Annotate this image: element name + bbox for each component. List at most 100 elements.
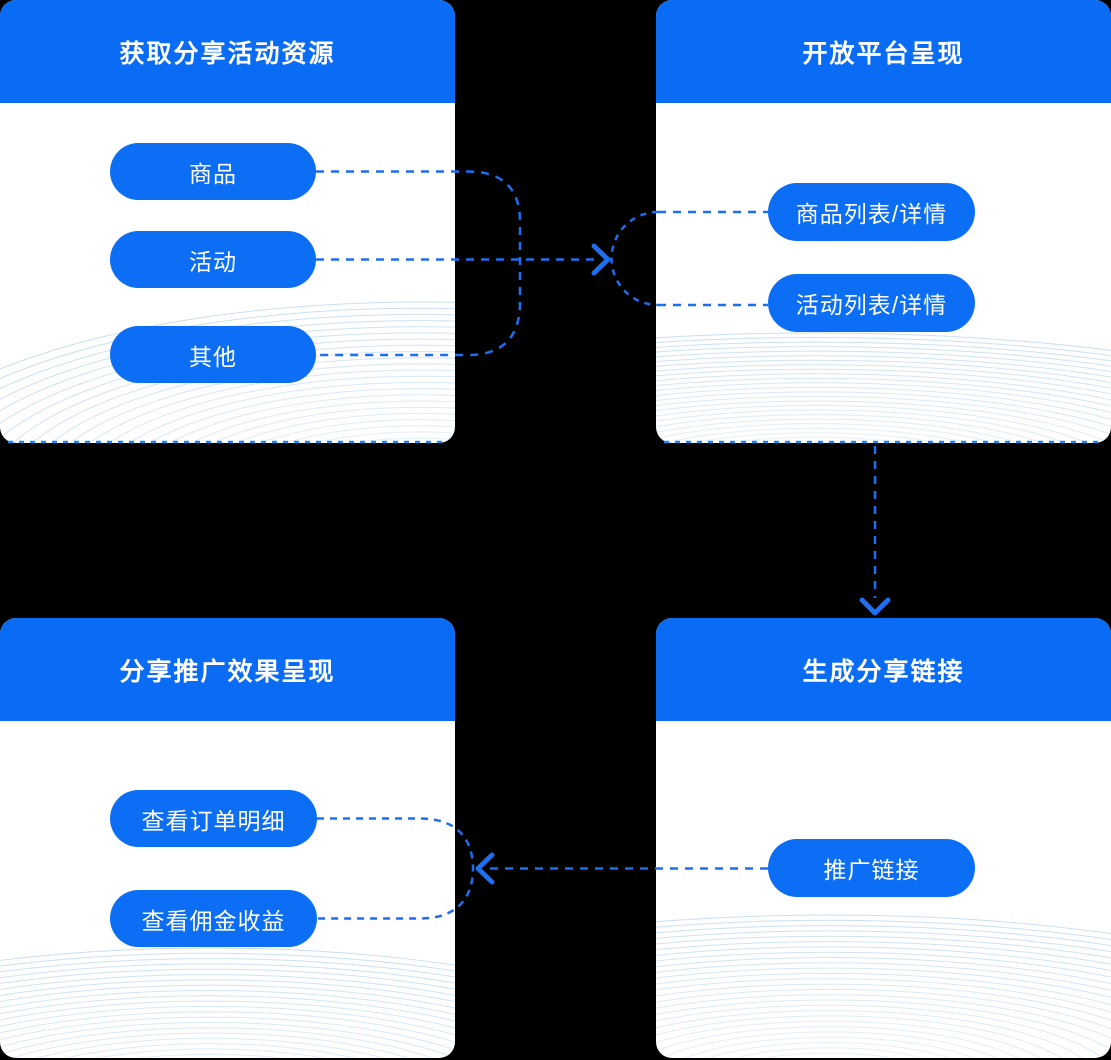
card-open-platform: 开放平台呈现 商品列表/详情 活动列表/详情 (656, 0, 1111, 443)
wave-arc (656, 957, 1111, 985)
wave-arc (134, 1053, 286, 1058)
wave-arc (62, 1043, 358, 1058)
card-acquire-resources: 获取分享活动资源 商品 活动 其他 (0, 0, 455, 443)
card-title-link: 生成分享链接 (656, 618, 1111, 721)
wave-arc (656, 962, 1111, 991)
wave-arc (94, 1048, 326, 1058)
wave-arc (656, 414, 1044, 443)
wave-arc (656, 418, 1021, 443)
wave-arc (656, 377, 1111, 407)
wave-arc (35, 1037, 385, 1058)
wave-arc (656, 914, 1111, 935)
wave-arc (656, 935, 1111, 959)
wave-arc (764, 1052, 894, 1058)
wave-arc (0, 1005, 455, 1036)
wave-arc (656, 1026, 1019, 1058)
wave-arc (656, 382, 1111, 413)
wave-arc (0, 1027, 434, 1058)
wave-arc (0, 952, 455, 972)
wave-arc (0, 984, 455, 1009)
wave-arc (656, 337, 1111, 357)
wave-arc (148, 388, 455, 443)
wave-arc (258, 419, 455, 443)
wave-arc (656, 1004, 1104, 1058)
wave-arc (0, 968, 455, 990)
card-generate-link: 生成分享链接 推广链接 (656, 618, 1111, 1058)
wave-arc (656, 951, 1111, 978)
wave-arc (0, 947, 455, 966)
pill-product: 商品 (110, 143, 316, 200)
wave-arc (656, 341, 1111, 362)
wave-arc (10, 1032, 410, 1058)
card-title-acquire: 获取分享活动资源 (0, 0, 455, 103)
wave-arc (656, 1020, 1041, 1058)
pill-activity: 活动 (110, 231, 316, 288)
wave-arc (656, 405, 1089, 443)
card-promotion-effect: 分享推广效果呈现 查看订单明细 查看佣金收益 (0, 618, 455, 1058)
wave-arc (0, 963, 455, 984)
wave-arc (211, 406, 455, 443)
wave-arc (656, 1010, 1083, 1058)
wave-arc (128, 381, 455, 443)
wave-arc (656, 368, 1111, 395)
wave-arc (656, 395, 1111, 436)
wave-arc (656, 994, 1111, 1039)
wave-arc (0, 979, 455, 1003)
wave-arc (108, 375, 455, 443)
wave-arc (656, 930, 1111, 953)
wave-arc (722, 436, 910, 443)
arrowhead-down-icon (859, 597, 891, 616)
wave-arc (656, 972, 1111, 1006)
wave-arc (312, 431, 455, 443)
wave-arc (656, 386, 1111, 420)
wave-arc (656, 332, 1111, 352)
pill-promotion-link: 推广链接 (768, 839, 975, 897)
wave-arc (690, 432, 942, 443)
wave-arc (656, 346, 1111, 367)
wave-arc (0, 1016, 455, 1051)
wave-arc (656, 919, 1111, 941)
wave-arc (656, 355, 1111, 378)
card-title-effect: 分享推广效果呈现 (0, 618, 455, 721)
wave-arc (656, 373, 1111, 401)
wave-arc (656, 978, 1111, 1013)
wave-arc (683, 1036, 975, 1058)
pill-view-order-details: 查看订单明细 (110, 790, 317, 847)
wave-arc (656, 409, 1067, 443)
wave-arc (656, 400, 1111, 443)
wave-arc (656, 423, 996, 443)
pill-activity-list-detail: 活动列表/详情 (768, 274, 975, 332)
wave-arc (656, 983, 1111, 1021)
wave-arc (656, 999, 1111, 1051)
wave-arc (656, 350, 1111, 373)
wave-arc (656, 988, 1111, 1030)
wave-arc (767, 441, 865, 443)
wave-arc (0, 995, 455, 1022)
wave-arc (656, 359, 1111, 384)
wave-arc (189, 400, 455, 443)
wave-arc (0, 958, 455, 978)
wave-arc (656, 967, 1111, 998)
wave-arc (234, 412, 455, 443)
wave-arc (733, 1047, 925, 1058)
pill-other: 其他 (110, 326, 316, 383)
wave-arc (656, 941, 1111, 965)
wave-arc (656, 1015, 1062, 1058)
wave-arc (0, 974, 455, 996)
connector-split-right-arc (610, 210, 659, 307)
wave-arc (656, 391, 1111, 428)
wave-arc (283, 425, 455, 443)
wave-arc (662, 427, 970, 443)
wave-arc (656, 925, 1111, 947)
wave-arc (660, 1031, 998, 1058)
arrowhead-left-icon (475, 852, 495, 885)
arrowhead-right-icon (591, 243, 611, 276)
wave-arc (0, 1011, 455, 1043)
wave-arc (0, 1000, 455, 1029)
wave-arc (348, 437, 455, 443)
wave-arc (0, 990, 455, 1015)
pill-product-list-detail: 商品列表/详情 (768, 183, 975, 241)
wave-arc (656, 364, 1111, 389)
wave-arc (656, 946, 1111, 972)
